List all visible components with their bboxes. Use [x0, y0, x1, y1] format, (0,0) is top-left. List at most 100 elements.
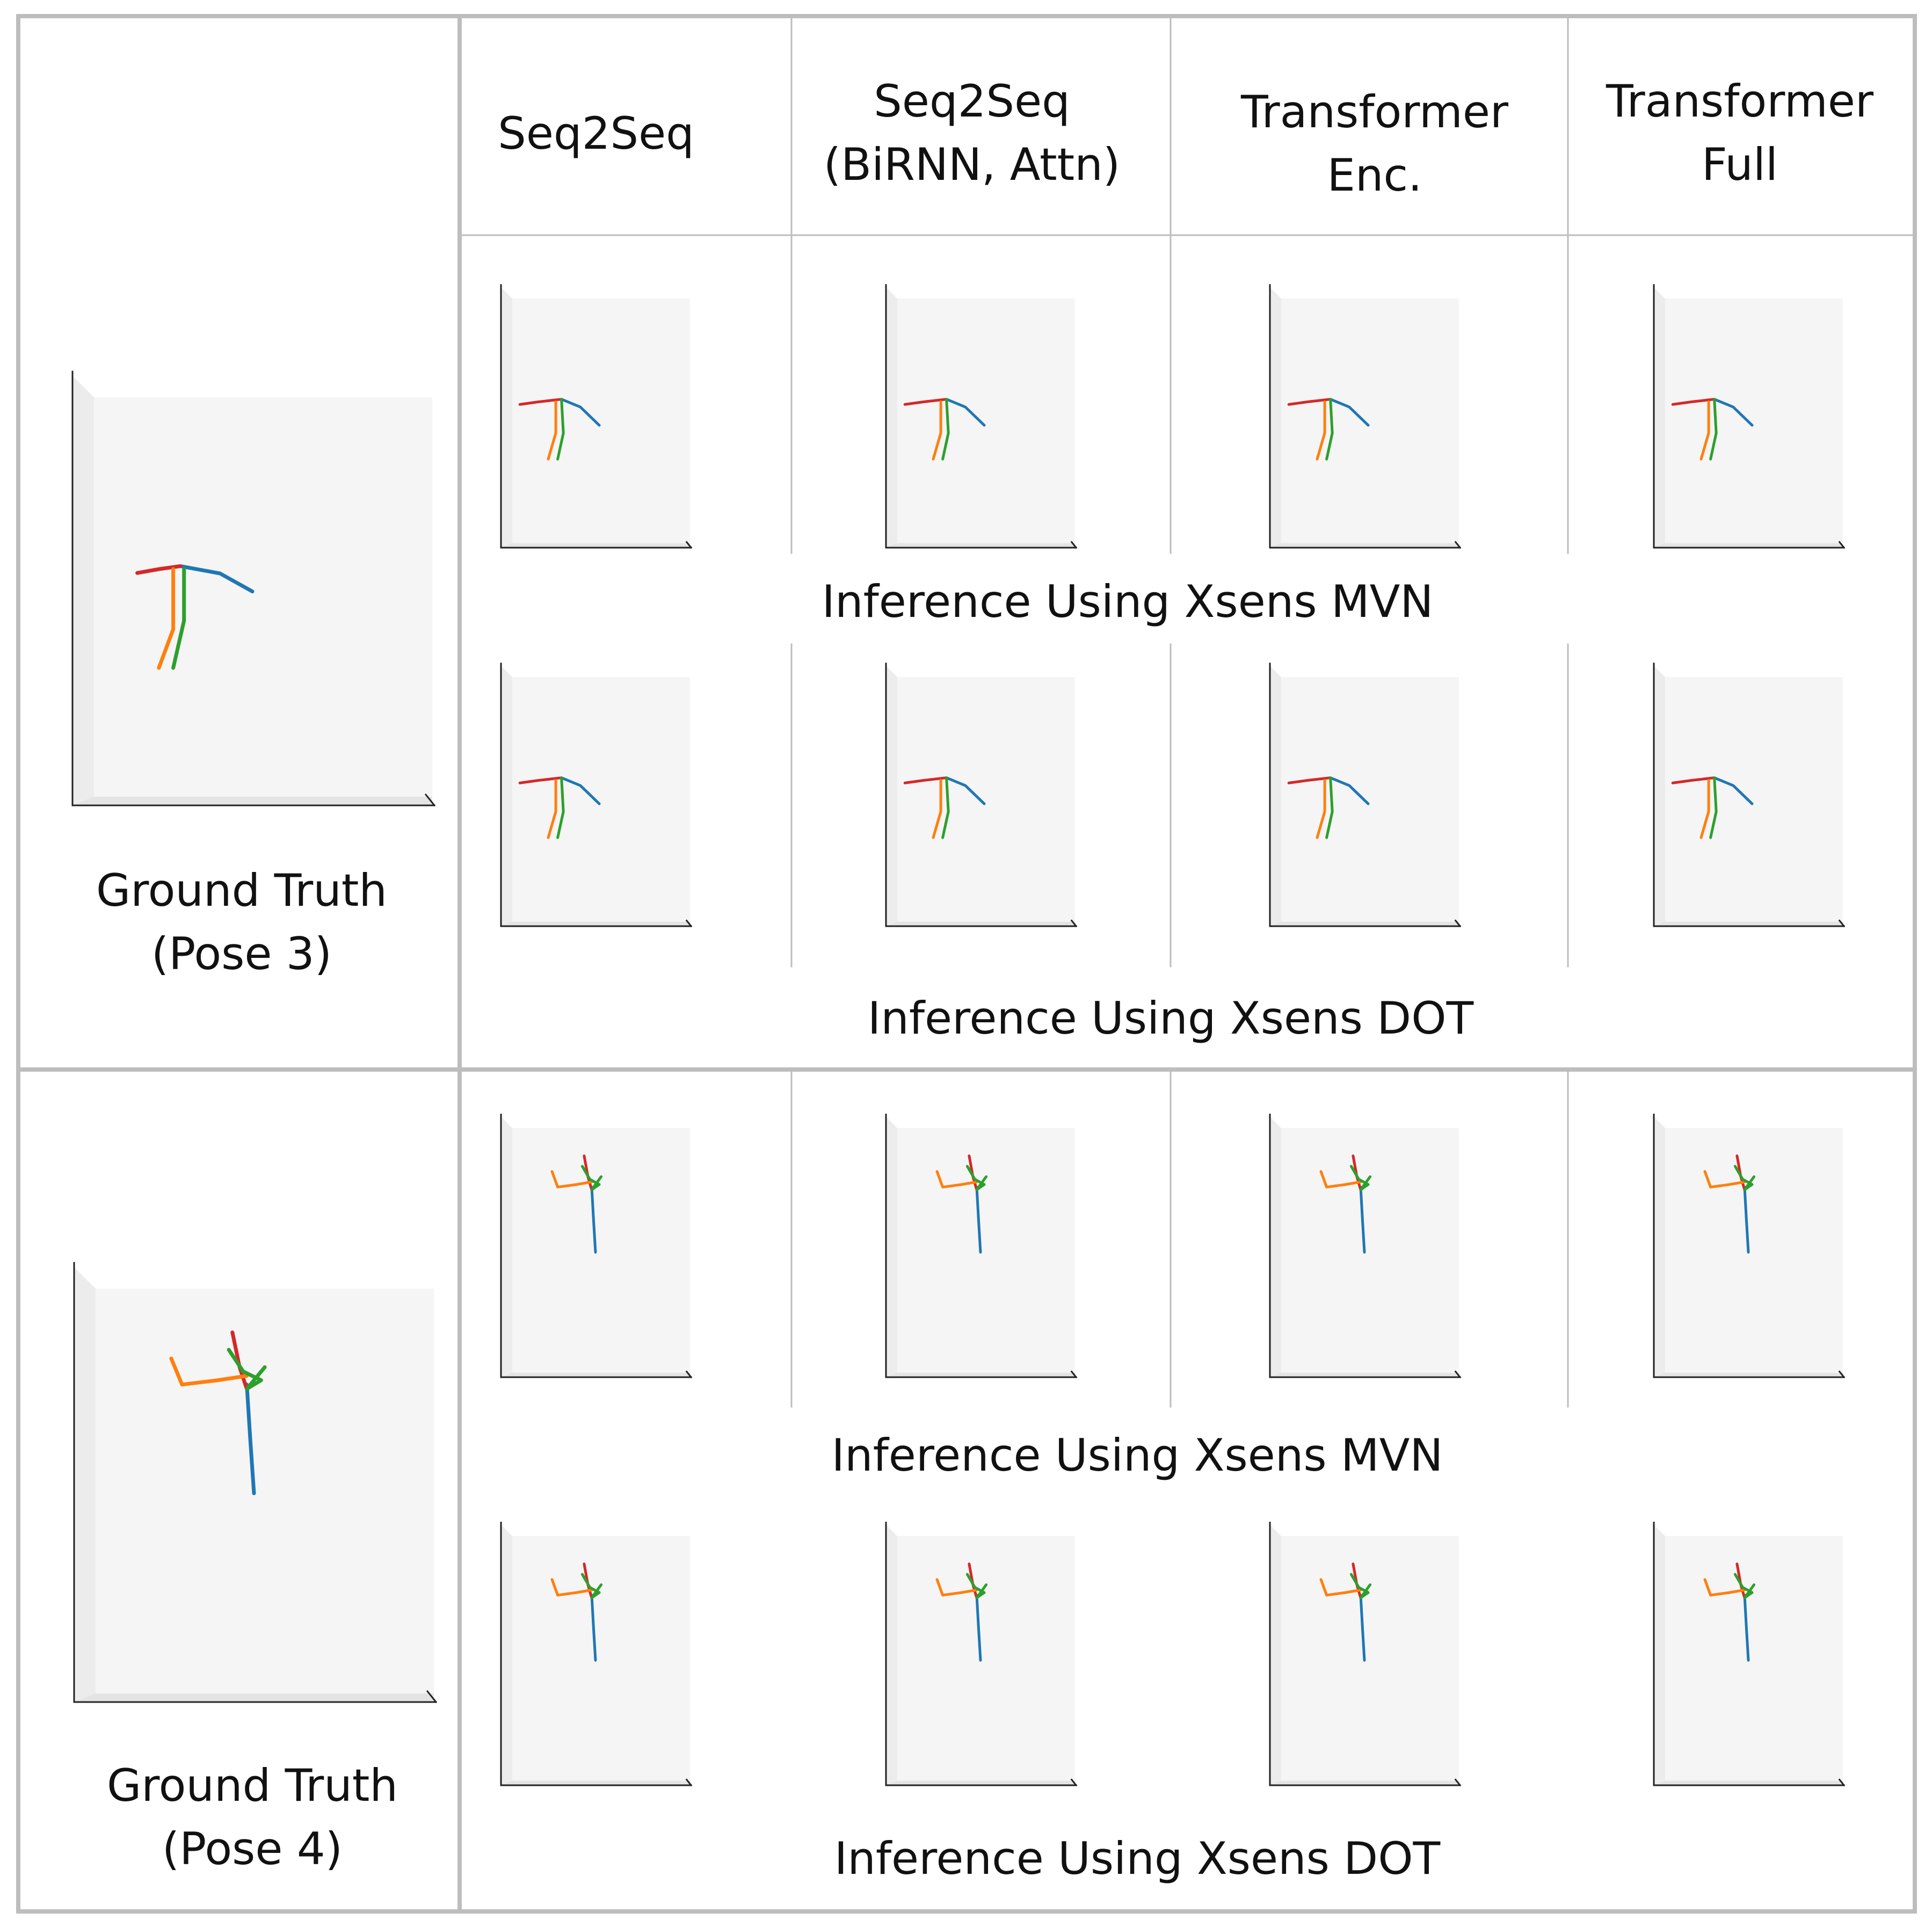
plot-back-pane [897, 677, 1075, 926]
plot-floor-pane [1270, 1372, 1459, 1377]
orange-limb [1699, 779, 1710, 839]
inference-plot-r1-c2 [885, 284, 1078, 549]
plot-back-pane [1665, 1536, 1843, 1785]
plot-y-axis [1838, 1778, 1846, 1787]
plot-side-pane [1270, 1117, 1281, 1377]
red-limb [518, 776, 563, 784]
plot-back-pane [1665, 1128, 1843, 1377]
blue-limb [1359, 1186, 1366, 1254]
inference-plot-r4-c2 [885, 1522, 1078, 1787]
plot-floor-pane [886, 921, 1075, 926]
green-limb [1349, 1165, 1372, 1191]
orange-limb [932, 779, 942, 839]
green-limb [580, 1573, 603, 1599]
inference-label-mvn-pose3: Inference Using Xsens MVN [822, 576, 1434, 628]
plot-floor-pane [72, 797, 432, 805]
blue-limb [1329, 776, 1370, 805]
plot-y-axis [1454, 541, 1462, 549]
green-limb [1709, 398, 1718, 461]
inference-plot-r1-c3 [1269, 284, 1462, 549]
inference-plot-r4-c3 [1269, 1522, 1462, 1787]
inference-plot-r3-c1 [500, 1114, 693, 1379]
plot-side-pane [886, 1117, 897, 1377]
plot-floor-pane [1654, 921, 1843, 926]
plot-side-pane [72, 376, 94, 805]
plot-y-axis [424, 793, 436, 807]
blue-limb [945, 776, 986, 805]
blue-limb [178, 564, 255, 594]
plot-y-axis [1838, 1370, 1846, 1379]
column-header-transformer-enc: Transformer Enc. [1240, 86, 1509, 201]
green-limb [965, 1165, 988, 1191]
column-header-seq2seq-birnn-attn: Seq2Seq (BiRNN, Attn) [823, 75, 1121, 191]
pose-plots [71, 284, 1846, 1787]
plot-floor-pane [501, 921, 690, 926]
plot-y-axis [1070, 919, 1078, 928]
inference-plot-r3-c4 [1653, 1114, 1846, 1379]
plot-floor-pane [501, 1372, 690, 1377]
green-limb [941, 398, 950, 461]
red-limb [1671, 398, 1716, 406]
plot-back-pane [94, 397, 432, 805]
blue-limb [1329, 398, 1370, 427]
inference-plot-r2-c1 [500, 663, 693, 928]
plot-back-pane [1665, 677, 1843, 926]
ground-truth-plot-pose3 [71, 370, 436, 807]
red-limb [903, 776, 948, 784]
blue-limb [1743, 1594, 1750, 1662]
green-limb [556, 398, 565, 461]
blue-limb [975, 1594, 982, 1662]
plot-back-pane [96, 1289, 434, 1702]
blue-limb [1713, 398, 1754, 427]
red-limb [903, 398, 948, 406]
blue-limb [560, 776, 601, 805]
green-limb [1325, 776, 1334, 839]
plot-y-axis [685, 919, 693, 928]
orange-limb [550, 1578, 593, 1597]
plot-back-pane [1281, 677, 1459, 926]
inference-plot-r2-c2 [885, 663, 1078, 928]
orange-limb [935, 1170, 978, 1189]
green-limb [1733, 1165, 1756, 1191]
green-limb [580, 1165, 603, 1191]
plot-floor-pane [1654, 1372, 1843, 1377]
plot-back-pane [897, 1536, 1075, 1785]
green-limb [227, 1348, 267, 1391]
plot-y-axis [685, 541, 693, 549]
inference-plot-r3-c3 [1269, 1114, 1462, 1379]
red-limb [1287, 776, 1332, 784]
plot-side-pane [74, 1267, 96, 1702]
plot-side-pane [1270, 666, 1281, 926]
plot-floor-pane [1270, 1780, 1459, 1785]
green-limb [171, 567, 186, 670]
ground-truth-label-pose4: Ground Truth (Pose 4) [106, 1759, 398, 1875]
plot-floor-pane [886, 1780, 1075, 1785]
column-header-seq2seq: Seq2Seq [498, 107, 694, 159]
plot-y-axis [1454, 1370, 1462, 1379]
green-limb [965, 1573, 988, 1599]
plot-y-axis [1454, 1778, 1462, 1787]
green-limb [1709, 776, 1718, 839]
inference-plot-r2-c4 [1653, 663, 1846, 928]
red-limb [1287, 398, 1332, 406]
orange-limb [547, 779, 557, 839]
outer-border [16, 14, 1917, 1914]
plot-side-pane [1270, 1525, 1281, 1785]
green-limb [1349, 1573, 1372, 1599]
orange-limb [932, 400, 942, 461]
blue-limb [1743, 1186, 1750, 1254]
orange-limb [547, 400, 557, 461]
plot-floor-pane [1270, 543, 1459, 548]
plot-side-pane [886, 666, 897, 926]
plot-y-axis [1838, 919, 1846, 928]
plot-floor-pane [501, 543, 690, 548]
plot-y-axis [426, 1690, 438, 1704]
plot-y-axis [1070, 541, 1078, 549]
green-limb [1733, 1573, 1756, 1599]
inference-label-dot-pose3: Inference Using Xsens DOT [867, 992, 1474, 1044]
plot-y-axis [1070, 1778, 1078, 1787]
blue-limb [945, 398, 986, 427]
orange-limb [169, 1356, 249, 1387]
plot-back-pane [512, 1536, 690, 1785]
plot-y-axis [685, 1370, 693, 1379]
